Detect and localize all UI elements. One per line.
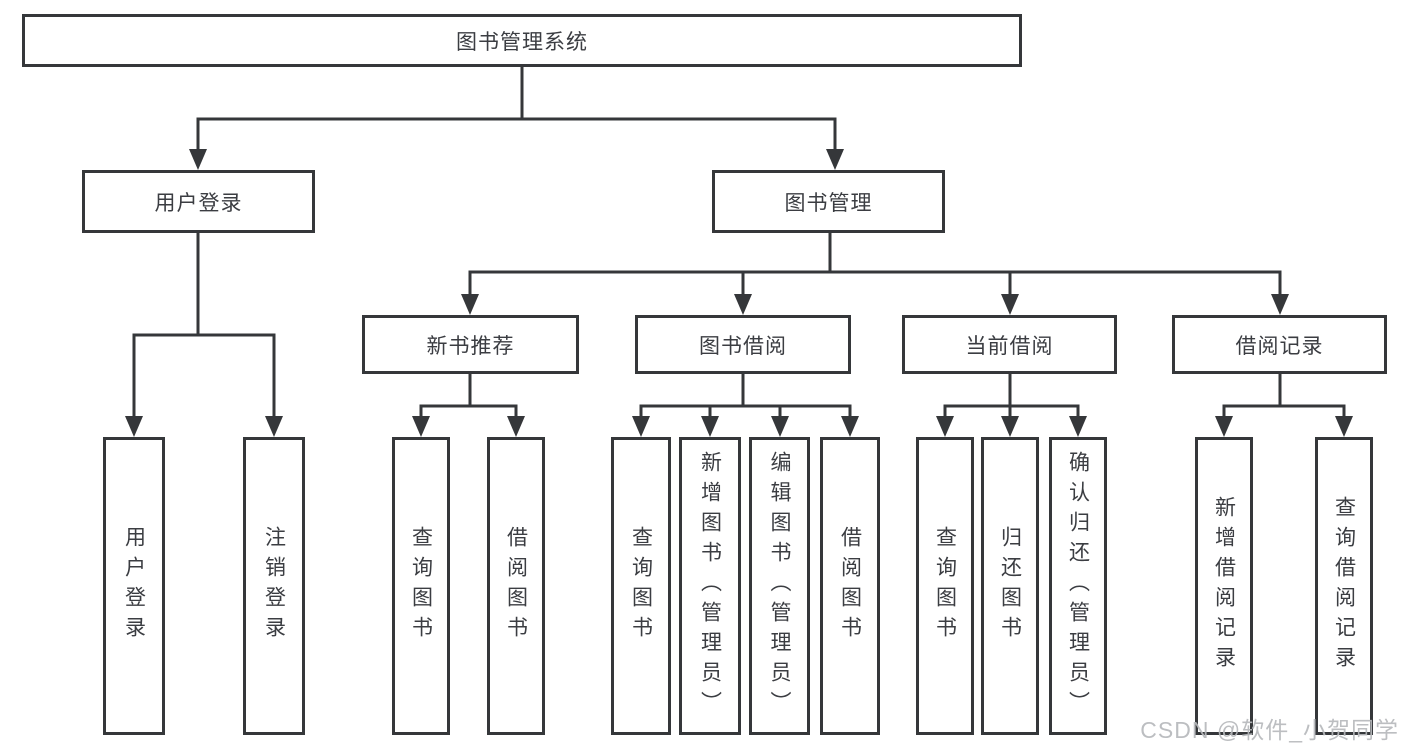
- node-new-book-recommend: 新书推荐: [362, 315, 579, 374]
- arrowhead: [1271, 294, 1289, 315]
- node-book-management: 图书管理: [712, 170, 945, 233]
- node-user-login: 用户登录: [82, 170, 315, 233]
- arrowhead: [125, 416, 143, 437]
- connector-bookborrow-to-leaves: [639, 374, 852, 419]
- arrowhead: [1215, 416, 1233, 437]
- arrowhead: [1001, 416, 1019, 437]
- node-nb-query-books: 查询图书: [392, 437, 450, 735]
- node-root: 图书管理系统: [22, 14, 1022, 67]
- node-book-borrow: 图书借阅: [635, 315, 851, 374]
- arrowhead: [1069, 416, 1087, 437]
- connector-bookmgmt-to-level3: [468, 233, 1282, 297]
- arrowhead: [461, 294, 479, 315]
- connector-root-to-level2: [196, 67, 837, 152]
- arrowhead: [826, 149, 844, 170]
- arrowhead: [936, 416, 954, 437]
- node-borrow-records: 借阅记录: [1172, 315, 1387, 374]
- arrowhead: [734, 294, 752, 315]
- node-cb-return-books: 归还图书: [981, 437, 1039, 735]
- node-bb-query-books: 查询图书: [611, 437, 671, 735]
- arrowhead: [841, 416, 859, 437]
- arrowhead: [265, 416, 283, 437]
- node-nb-borrow-books: 借阅图书: [487, 437, 545, 735]
- arrowhead: [1001, 294, 1019, 315]
- node-leaf-user-login: 用户登录: [103, 437, 165, 735]
- node-bb-edit-books-admin: 编辑图书（管理员）: [749, 437, 810, 735]
- arrowheads: [125, 149, 1353, 437]
- arrowhead: [189, 149, 207, 170]
- node-br-query-record: 查询借阅记录: [1315, 437, 1373, 735]
- node-cb-query-books: 查询图书: [916, 437, 974, 735]
- connector-userlogin-to-leaves: [132, 233, 276, 419]
- node-bb-add-books-admin: 新增图书（管理员）: [679, 437, 741, 735]
- node-leaf-logout: 注销登录: [243, 437, 305, 735]
- node-br-add-record: 新增借阅记录: [1195, 437, 1253, 735]
- arrowhead: [507, 416, 525, 437]
- arrowhead: [1335, 416, 1353, 437]
- connector-records-to-leaves: [1222, 374, 1346, 419]
- node-current-borrow: 当前借阅: [902, 315, 1117, 374]
- arrowhead: [632, 416, 650, 437]
- connector-lines: [132, 67, 1346, 419]
- arrowhead: [771, 416, 789, 437]
- arrowhead: [412, 416, 430, 437]
- node-bb-borrow-books: 借阅图书: [820, 437, 880, 735]
- node-cb-confirm-return-admin: 确认归还（管理员）: [1049, 437, 1107, 735]
- connector-currentborrow-to-leaves: [943, 374, 1080, 419]
- arrowhead: [701, 416, 719, 437]
- connector-newbook-to-leaves: [419, 374, 518, 419]
